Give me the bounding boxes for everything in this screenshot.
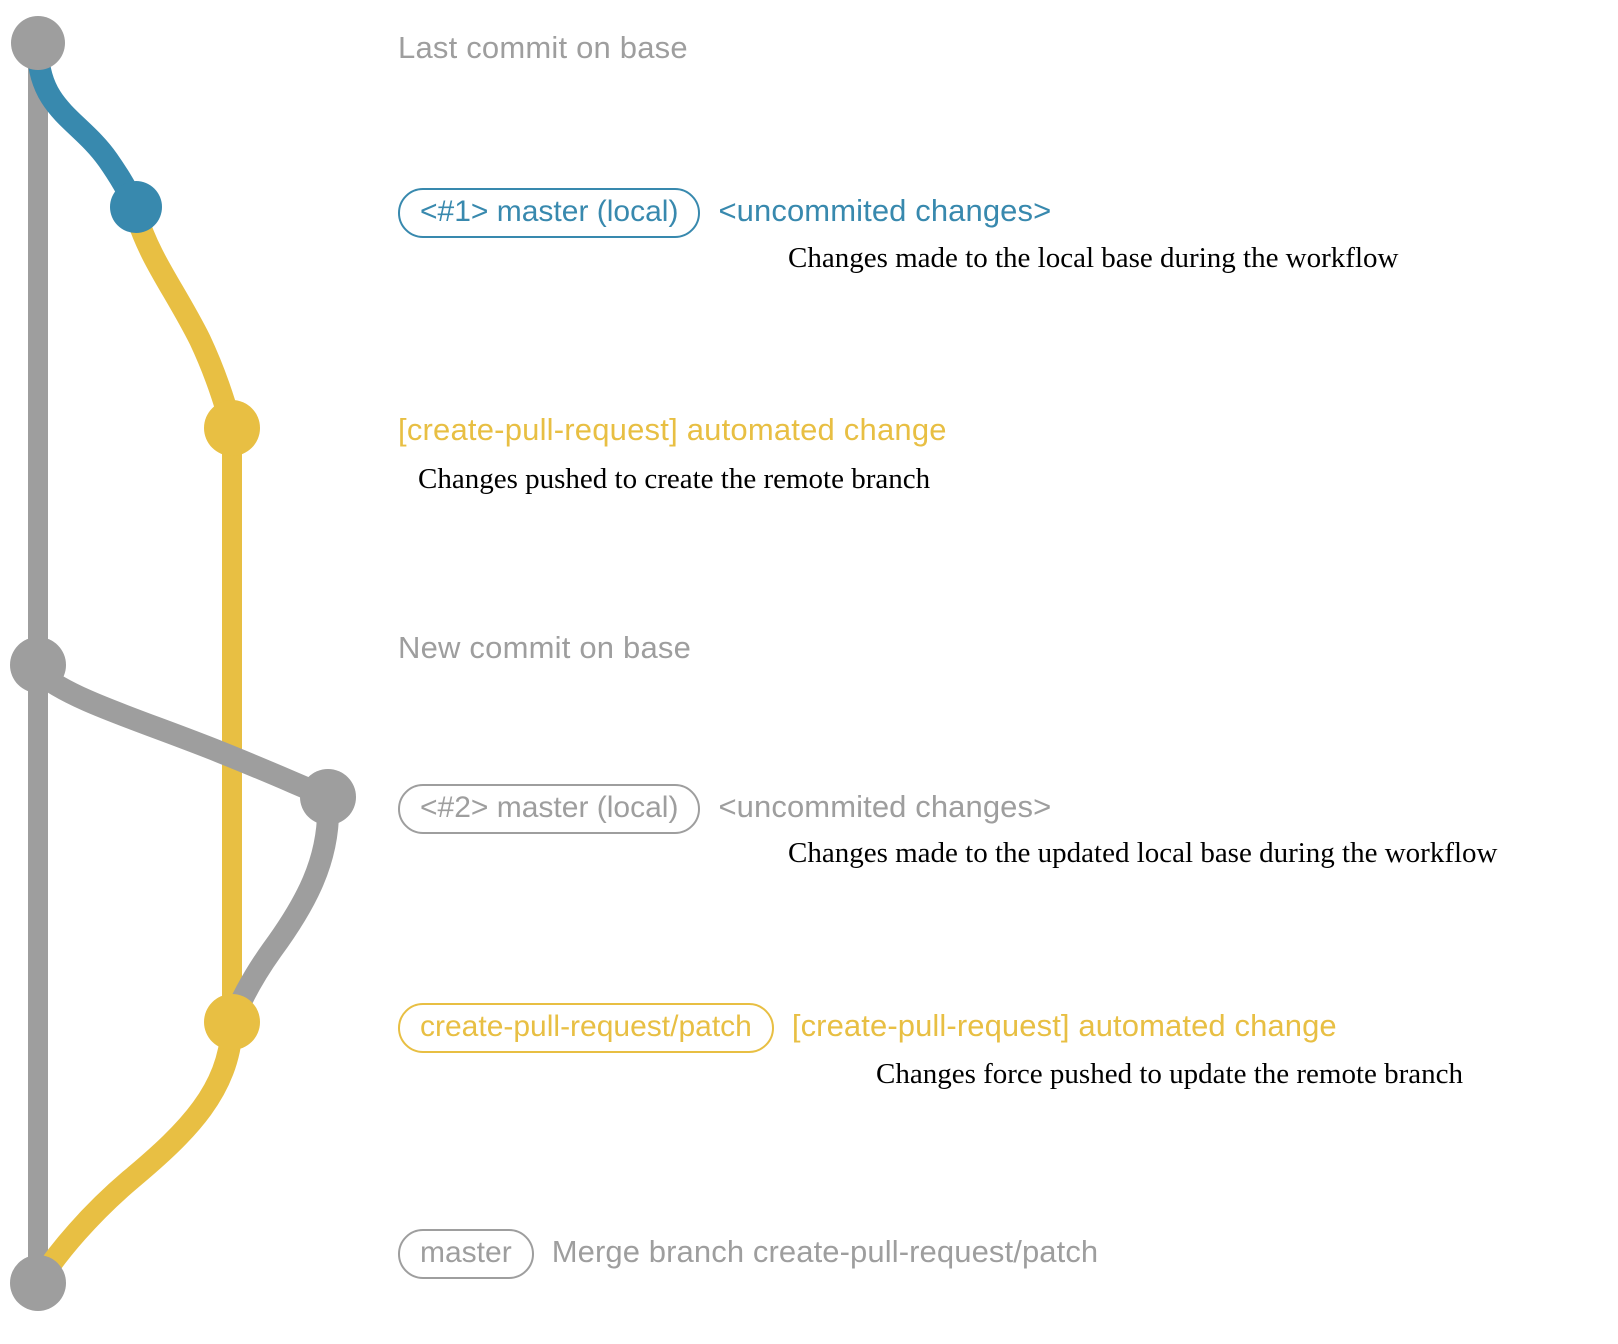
commit-subject-local-2: <uncommited changes> [718,789,1052,824]
commit-description-patch-1: Changes pushed to create the remote bran… [418,463,931,495]
commit-description-local-1: Changes made to the local base during th… [788,242,1399,274]
commit-graph-svg [10,16,356,1311]
branch-badge-master-local-2[interactable]: <#2> master (local) [398,784,701,834]
row-new-commit-on-base: New commit on base [398,630,691,666]
commit-node-base-last[interactable] [11,16,65,70]
branch-badge-create-pull-request-patch[interactable]: create-pull-request/patch [398,1003,774,1053]
commit-node-patch-2[interactable] [204,994,260,1050]
patch2-to-merge-line [29,1017,243,1291]
local2-to-patch2-line [221,793,340,1033]
row-patch-2: create-pull-request/patch [create-pull-r… [398,1003,1337,1053]
patch-branch-line-upper [125,203,243,439]
row-local-1: <#1> master (local) <uncommited changes> [398,188,1051,238]
commit-description-local-2: Changes made to the updated local base d… [788,837,1498,869]
commit-node-base-new[interactable] [10,637,66,693]
commit-node-merge[interactable] [10,1255,66,1311]
row-last-commit-on-base: Last commit on base [398,30,688,66]
commit-node-patch-1[interactable] [204,400,260,456]
commit-node-local-2[interactable] [300,769,356,825]
commit-subject-local-1: <uncommited changes> [718,193,1052,228]
local-branch-line [27,41,147,218]
row-merge: master Merge branch create-pull-request/… [398,1229,1098,1279]
commit-subject-patch-2: [create-pull-request] automated change [791,1008,1337,1043]
commit-description-patch-2: Changes force pushed to update the remot… [876,1058,1464,1090]
branch-badge-master-local-1[interactable]: <#1> master (local) [398,188,701,238]
commit-node-local-1[interactable] [110,181,162,233]
commit-subject-base-last: Last commit on base [398,30,688,65]
commit-subject-patch-1: [create-pull-request] automated change [398,412,947,447]
base-to-local2-line [27,661,339,808]
branch-badge-master[interactable]: master [398,1229,534,1279]
commit-subject-merge: Merge branch create-pull-request/patch [551,1234,1099,1269]
commit-subject-base-new: New commit on base [398,630,692,665]
row-patch-1: [create-pull-request] automated change [398,412,947,448]
row-local-2: <#2> master (local) <uncommited changes> [398,784,1051,834]
